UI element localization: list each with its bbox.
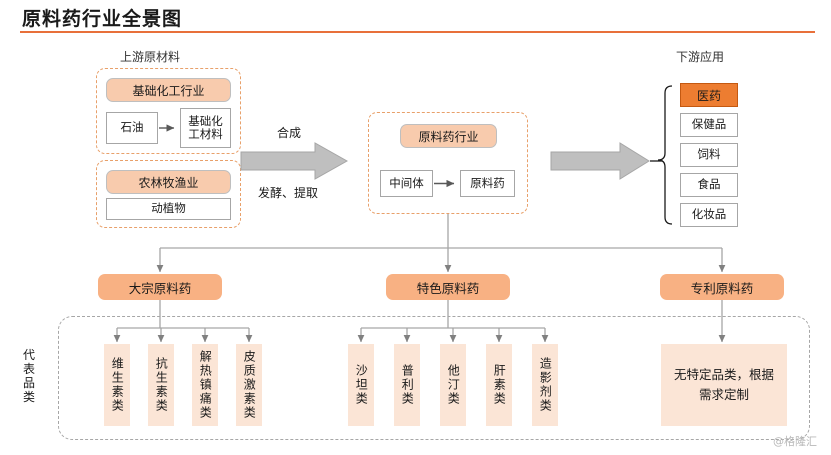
product-box-statins: 他汀类 xyxy=(440,344,466,426)
product-box-custom: 无特定品类，根据 需求定制 xyxy=(661,344,787,426)
product-box-antipyretic-analgesic: 解热镇痛类 xyxy=(192,344,218,426)
node-plants-animals: 动植物 xyxy=(106,198,231,220)
downstream-caption: 下游应用 xyxy=(676,50,725,64)
representative-products-frame xyxy=(58,316,810,440)
product-label-antipyretic-analgesic: 解热镇痛类 xyxy=(198,350,213,420)
product-label-heparins: 肝素类 xyxy=(492,364,507,406)
upstream-group-chemical xyxy=(96,68,241,154)
product-label-corticosteroids: 皮质激素类 xyxy=(242,350,257,420)
product-label-contrast-agents: 造影剂类 xyxy=(538,357,553,413)
product-box-vitamins: 维生素类 xyxy=(104,344,130,426)
product-label-vitamins: 维生素类 xyxy=(110,357,125,413)
product-box-antibiotics: 抗生素类 xyxy=(148,344,174,426)
downstream-item-food: 食品 xyxy=(680,173,738,197)
downstream-item-cosmetics: 化妆品 xyxy=(680,203,738,227)
product-box-heparins: 肝素类 xyxy=(486,344,512,426)
node-api: 原料药 xyxy=(460,170,515,197)
product-box-corticosteroids: 皮质激素类 xyxy=(236,344,262,426)
downstream-item-medicine: 医药 xyxy=(680,83,738,107)
downstream-arrow-icon xyxy=(550,142,650,180)
upstream-group-agriculture xyxy=(96,160,241,228)
upstream-group-header-chemical: 基础化工行业 xyxy=(106,78,231,102)
category-pill-bulk-api: 大宗原料药 xyxy=(98,274,222,300)
process-arrow-label-top: 合成 xyxy=(277,126,302,140)
product-box-prils: 普利类 xyxy=(394,344,420,426)
process-arrow-label-bottom: 发酵、提取 xyxy=(258,186,319,200)
representative-products-label: 代表品类 xyxy=(22,348,35,405)
downstream-item-feed: 饲料 xyxy=(680,143,738,167)
midstream-group-api-industry xyxy=(368,112,528,214)
product-box-contrast-agents: 造影剂类 xyxy=(532,344,558,426)
category-pill-patent-api: 专利原料药 xyxy=(660,274,784,300)
product-label-prils: 普利类 xyxy=(400,364,415,406)
category-pill-specialty-api: 特色原料药 xyxy=(386,274,510,300)
product-box-sartans: 沙坦类 xyxy=(348,344,374,426)
page-title: 原料药行业全景图 xyxy=(22,8,183,30)
product-label-statins: 他汀类 xyxy=(446,364,461,406)
product-label-sartans: 沙坦类 xyxy=(354,364,369,406)
product-label-antibiotics: 抗生素类 xyxy=(154,357,169,413)
watermark: @格隆汇 xyxy=(773,435,817,448)
midstream-header-api-industry: 原料药行业 xyxy=(400,124,497,148)
node-intermediate: 中间体 xyxy=(380,170,433,197)
upstream-caption: 上游原材料 xyxy=(120,50,181,64)
title-underline xyxy=(20,31,815,33)
node-petroleum: 石油 xyxy=(106,112,158,144)
upstream-group-header-agriculture: 农林牧渔业 xyxy=(106,170,231,194)
process-arrow-icon xyxy=(240,142,348,180)
downstream-item-health-products: 保健品 xyxy=(680,113,738,137)
node-basic-chemical-materials: 基础化工材料 xyxy=(180,108,231,148)
